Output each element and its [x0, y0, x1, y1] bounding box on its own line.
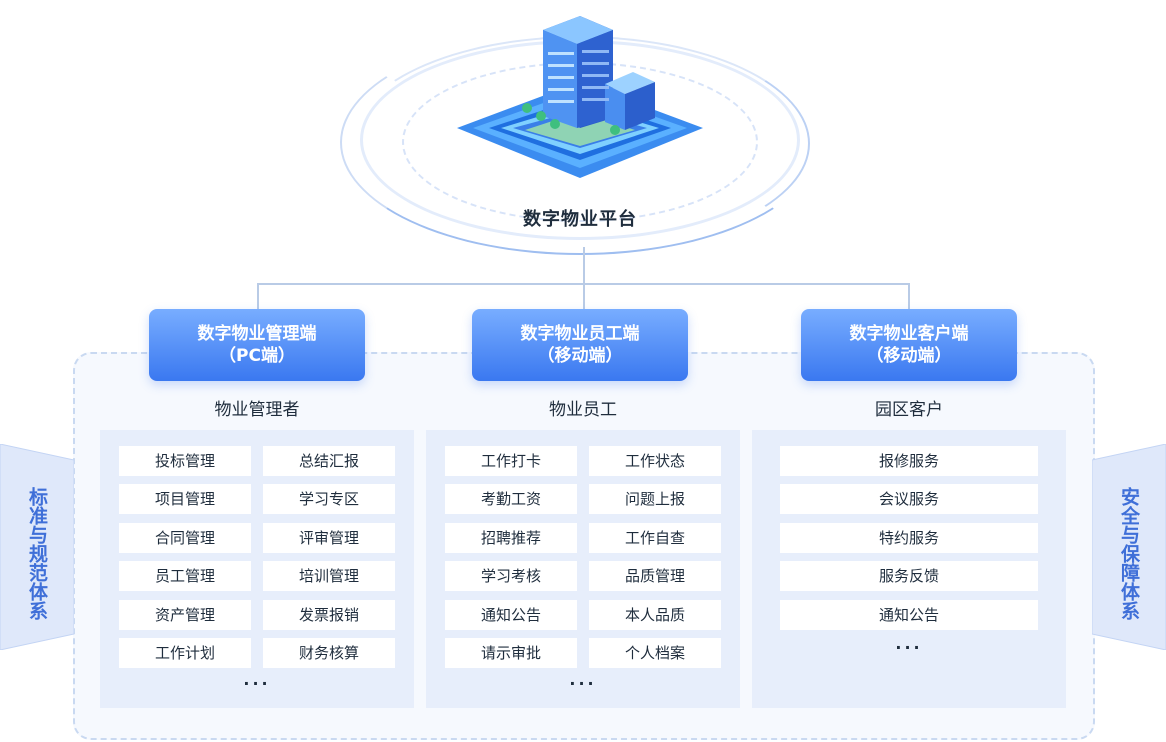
function-item[interactable]: 考勤工资: [445, 484, 577, 514]
function-item[interactable]: 服务反馈: [780, 561, 1038, 591]
function-item[interactable]: 品质管理: [589, 561, 721, 591]
platform-ring-arc: [340, 30, 820, 255]
function-item[interactable]: 工作计划: [119, 638, 251, 668]
security-tab-shape: [1092, 444, 1166, 650]
function-item[interactable]: 通知公告: [445, 600, 577, 630]
function-item[interactable]: 学习考核: [445, 561, 577, 591]
management-pc-header[interactable]: 数字物业管理端 （PC端）: [149, 309, 365, 381]
function-item[interactable]: 工作打卡: [445, 446, 577, 476]
employee-mobile-header[interactable]: 数字物业员工端 （移动端）: [472, 309, 688, 381]
function-item[interactable]: 个人档案: [589, 638, 721, 668]
role-employee: 物业员工: [549, 400, 617, 420]
role-customer: 园区客户: [875, 400, 943, 420]
function-item[interactable]: 报修服务: [780, 446, 1038, 476]
platform-title: 数字物业平台: [523, 209, 637, 230]
function-item[interactable]: 工作状态: [589, 446, 721, 476]
function-item[interactable]: 工作自查: [589, 523, 721, 553]
standards-label: 标准与规范体系: [26, 486, 48, 620]
security-tab: 安全与保障体系: [1092, 444, 1166, 650]
function-item[interactable]: 合同管理: [119, 523, 251, 553]
connector-left: [257, 283, 259, 309]
platform-hub: 数字物业平台: [330, 0, 830, 290]
customer-mobile-header[interactable]: 数字物业客户端 （移动端）: [801, 309, 1017, 381]
function-item[interactable]: 培训管理: [263, 561, 395, 591]
function-item[interactable]: 学习专区: [263, 484, 395, 514]
connector-trunk: [583, 247, 585, 283]
function-item[interactable]: 财务核算: [263, 638, 395, 668]
function-item[interactable]: 总结汇报: [263, 446, 395, 476]
function-item[interactable]: 问题上报: [589, 484, 721, 514]
employee-mobile-subtitle: （移动端）: [537, 346, 623, 366]
standards-tab-shape: [0, 444, 74, 650]
more-indicator: ···: [243, 674, 271, 693]
management-pc-subtitle: （PC端）: [219, 346, 295, 366]
function-item[interactable]: 发票报销: [263, 600, 395, 630]
function-item[interactable]: 招聘推荐: [445, 523, 577, 553]
employee-mobile-title: 数字物业员工端: [520, 324, 640, 344]
function-item[interactable]: 投标管理: [119, 446, 251, 476]
function-item[interactable]: 会议服务: [780, 484, 1038, 514]
customer-mobile-title: 数字物业客户端: [849, 324, 969, 344]
connector-right: [908, 283, 910, 309]
function-item[interactable]: 员工管理: [119, 561, 251, 591]
function-item[interactable]: 项目管理: [119, 484, 251, 514]
customer-mobile-subtitle: （移动端）: [866, 346, 952, 366]
more-indicator: ···: [569, 674, 597, 693]
function-item[interactable]: 特约服务: [780, 523, 1038, 553]
security-label: 安全与保障体系: [1118, 486, 1140, 620]
customer-functions-panel: 报修服务 会议服务 特约服务 服务反馈 通知公告 ···: [752, 430, 1066, 708]
function-item[interactable]: 通知公告: [780, 600, 1038, 630]
function-item[interactable]: 评审管理: [263, 523, 395, 553]
building-illustration: [457, 16, 703, 178]
function-item[interactable]: 请示审批: [445, 638, 577, 668]
employee-functions-panel: 工作打卡 工作状态 考勤工资 问题上报 招聘推荐 工作自查 学习考核 品质管理 …: [426, 430, 740, 708]
more-indicator: ···: [895, 638, 923, 657]
function-item[interactable]: 资产管理: [119, 600, 251, 630]
connector-mid: [583, 283, 585, 309]
function-item[interactable]: 本人品质: [589, 600, 721, 630]
management-pc-title: 数字物业管理端: [197, 324, 317, 344]
standards-tab: 标准与规范体系: [0, 444, 74, 650]
role-manager: 物业管理者: [214, 400, 300, 420]
management-functions-panel: 投标管理 总结汇报 项目管理 学习专区 合同管理 评审管理 员工管理 培训管理 …: [100, 430, 414, 708]
